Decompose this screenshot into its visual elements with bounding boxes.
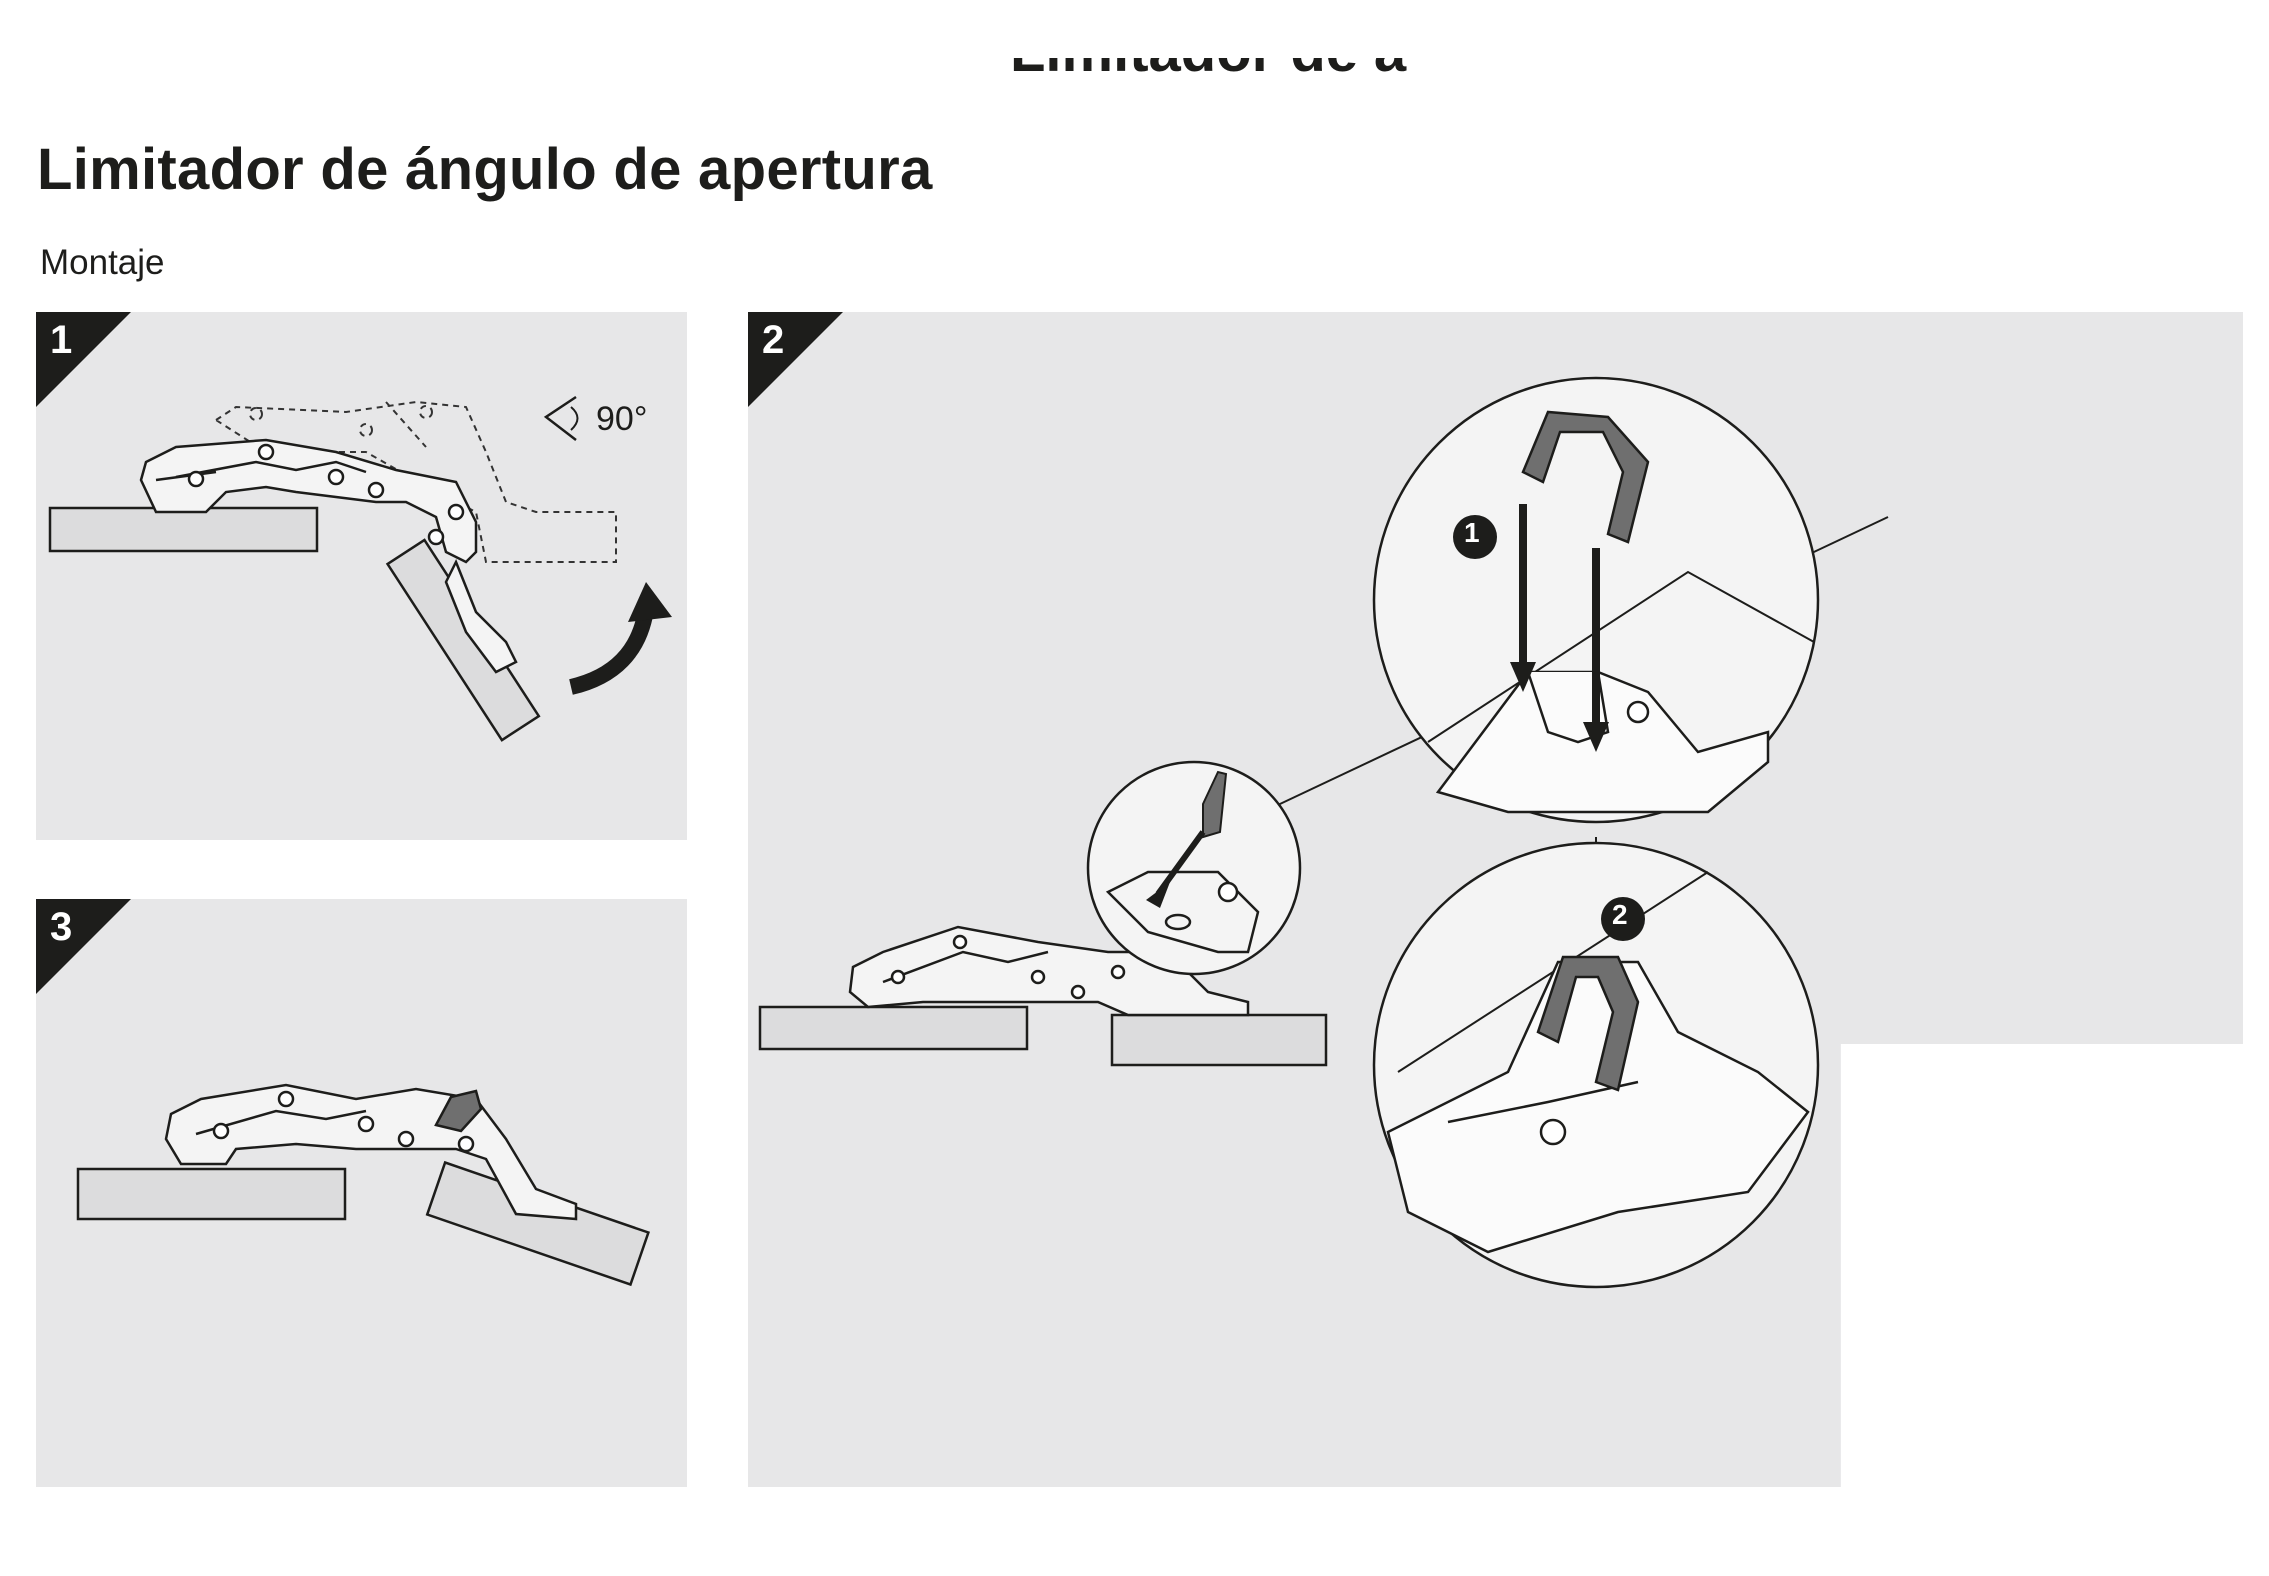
step-2-badge: 2 — [748, 312, 843, 407]
callout-2: 2 — [1612, 899, 1628, 930]
step-3-hinge-illustration — [76, 1083, 650, 1287]
step-3-badge: 3 — [36, 899, 131, 994]
step-1-panel: 1 90° — [36, 312, 687, 840]
page-title: Limitador de ángulo de apertura — [37, 137, 933, 202]
cut-off-heading-text: Limitador de ángulo de apertura — [1010, 58, 1410, 85]
step-2-hinge-illustration — [758, 376, 1889, 1289]
section-subtitle: Montaje — [40, 243, 165, 282]
opening-angle-label: 90° — [596, 400, 648, 438]
step-3-panel: 3 — [36, 899, 687, 1487]
step-2-panel: 2 — [748, 312, 2243, 1487]
step-1-number: 1 — [50, 318, 73, 362]
step-2-number: 2 — [762, 318, 785, 362]
cut-off-heading: Limitador de ángulo de apertura — [1010, 58, 1410, 98]
step-1-hinge-illustration — [48, 395, 672, 742]
callout-1: 1 — [1464, 517, 1480, 548]
step-3-number: 3 — [50, 905, 73, 949]
step-1-badge: 1 — [36, 312, 131, 407]
